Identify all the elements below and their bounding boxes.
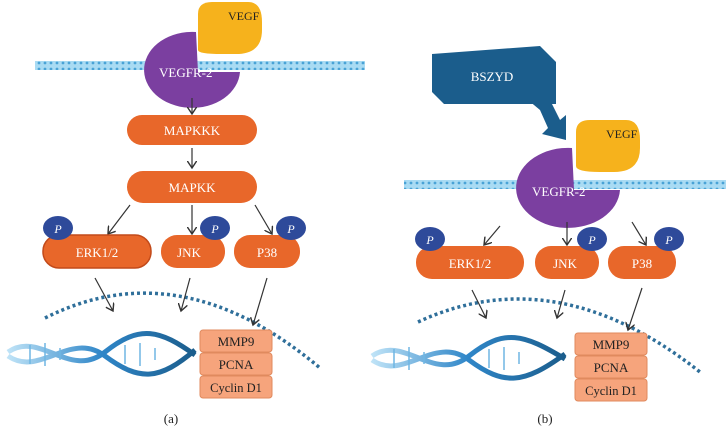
bszyd-drug-box: [432, 46, 556, 104]
target-pcna-a: [199, 352, 273, 376]
svg-text:P: P: [210, 222, 219, 236]
panel-b-caption: (b): [537, 411, 552, 426]
mapkkk-node: [127, 115, 257, 145]
vegfr2-receptor-b: [516, 147, 620, 228]
jnk-node-a: [161, 235, 225, 268]
vegfr2-label-b: VEGFR-2: [532, 184, 585, 199]
phospho-badge: [276, 216, 306, 240]
svg-text:JNK: JNK: [553, 256, 577, 271]
phospho-badge: [415, 227, 445, 251]
p38-node-b: [608, 246, 676, 279]
panel-a: VEGF VEGFR-2 MAPKKK MAPKK ERK1/2 P JNK P…: [6, 2, 365, 426]
jnk-node-b: [535, 246, 599, 279]
dna-helix-a: [6, 330, 197, 377]
mapkk-node: [127, 171, 257, 203]
svg-text:P: P: [53, 222, 62, 236]
cell-membrane-a: [35, 61, 365, 70]
target-cyclind1-a: [199, 375, 273, 399]
phospho-badge: [200, 216, 230, 240]
phospho-badge: [577, 227, 607, 251]
nucleus-envelope-b: [417, 297, 702, 374]
drug-action-arrow: [528, 100, 566, 140]
dna-helix-b: [370, 334, 567, 381]
svg-text:P38: P38: [257, 245, 277, 260]
vegf-ligand-b: [576, 120, 640, 172]
target-mmp9-a: [199, 329, 273, 353]
svg-text:P38: P38: [632, 256, 652, 271]
svg-text:P: P: [286, 222, 295, 236]
target-cyclind1-b: [574, 378, 648, 402]
svg-text:PCNA: PCNA: [594, 360, 629, 375]
svg-text:MMP9: MMP9: [593, 337, 630, 352]
panel-b: BSZYD VEGF VEGFR-2 ERK1/2 P JNK P P38 P: [370, 46, 726, 426]
svg-text:MMP9: MMP9: [218, 334, 255, 349]
erk-node-b: [416, 246, 524, 279]
svg-text:PCNA: PCNA: [219, 357, 254, 372]
target-pcna-b: [574, 355, 648, 379]
vegfr2-label-a: VEGFR-2: [159, 65, 212, 80]
phospho-badge: [43, 216, 73, 240]
svg-text:Cyclin D1: Cyclin D1: [210, 381, 262, 395]
vegf-ligand-a: [198, 2, 262, 54]
svg-text:ERK1/2: ERK1/2: [449, 256, 492, 271]
svg-text:MAPKK: MAPKK: [169, 180, 217, 195]
phospho-badge: [654, 227, 684, 251]
nucleus-envelope-a: [44, 291, 322, 370]
panel-a-caption: (a): [164, 411, 178, 426]
svg-text:P: P: [587, 233, 596, 247]
svg-text:P: P: [664, 233, 673, 247]
svg-text:MAPKKK: MAPKKK: [164, 123, 221, 138]
vegf-label-b: VEGF: [606, 127, 638, 141]
p38-node-a: [234, 235, 300, 268]
vegfr2-receptor-a: [144, 31, 240, 108]
svg-text:ERK1/2: ERK1/2: [76, 245, 119, 260]
svg-text:Cyclin D1: Cyclin D1: [585, 384, 637, 398]
svg-text:JNK: JNK: [177, 245, 201, 260]
erk-node-a: [42, 234, 152, 269]
target-mmp9-b: [574, 332, 648, 356]
svg-text:BSZYD: BSZYD: [471, 69, 514, 84]
vegf-label-a: VEGF: [228, 9, 260, 23]
svg-text:P: P: [425, 233, 434, 247]
